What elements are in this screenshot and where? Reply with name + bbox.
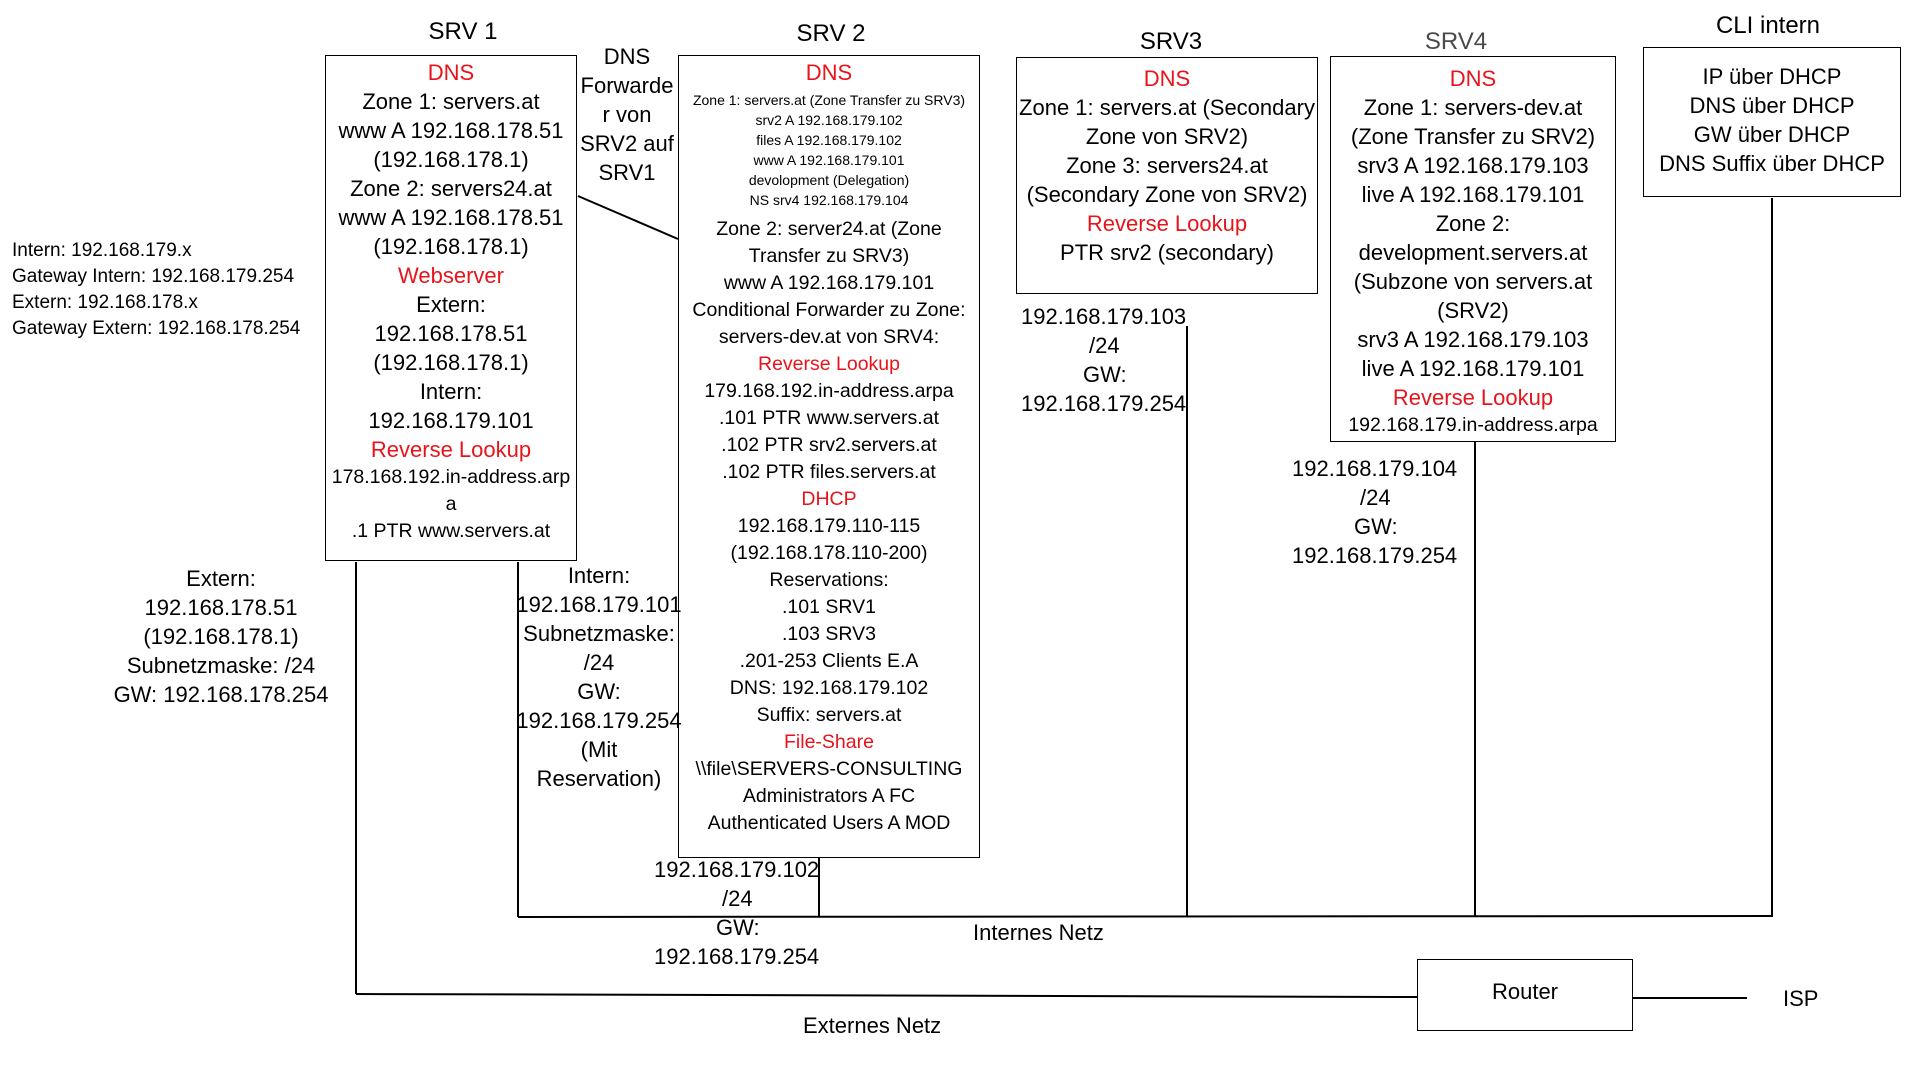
wire-forwarder: [577, 195, 679, 240]
dns-forwarder-label: DNS Forwarde r von SRV2 auf SRV1: [580, 44, 674, 185]
router-label: Router: [1491, 979, 1559, 1004]
srv3-dns-heading: DNS: [1143, 66, 1191, 91]
srv3-box: DNS Zone 1: servers.at (Secondary Zone v…: [1016, 57, 1318, 294]
srv2-dns-heading: DNS: [805, 60, 853, 85]
srv2-title: SRV 2: [796, 20, 866, 47]
router-box: Router: [1417, 959, 1633, 1031]
external-bus: [355, 993, 1418, 998]
externes-netz-label: Externes Netz: [803, 1013, 942, 1038]
srv1-extern-ip: Extern: 192.168.178.51 (192.168.178.1) S…: [113, 566, 329, 707]
srv3-reverse-lookup-heading: Reverse Lookup: [1086, 211, 1248, 236]
srv1-dns-heading: DNS: [427, 60, 475, 85]
srv2-dhcp-heading: DHCP: [801, 488, 857, 510]
cli-box: IP über DHCP DNS über DHCP GW über DHCP …: [1643, 47, 1901, 197]
cli-title: CLI intern: [1715, 12, 1821, 39]
srv1-box: DNS Zone 1: servers.at www A 192.168.178…: [325, 55, 577, 561]
srv1-title: SRV 1: [428, 18, 498, 45]
srv1-reverse-lookup-heading: Reverse Lookup: [370, 437, 532, 462]
srv3-ip: 192.168.179.103 /24 GW: 192.168.179.254: [1021, 304, 1187, 416]
srv1-webserver-heading: Webserver: [398, 263, 504, 288]
srv4-ip: 192.168.179.104 /24 GW: 192.168.179.254: [1292, 456, 1458, 568]
srv2-box: DNS Zone 1: servers.at (Zone Transfer zu…: [678, 55, 980, 858]
srv4-dns-heading: DNS: [1449, 66, 1497, 91]
internes-netz-label: Internes Netz: [973, 920, 1104, 945]
srv3-title: SRV3: [1139, 28, 1203, 55]
srv4-reverse-lookup-heading: Reverse Lookup: [1392, 385, 1554, 410]
srv1-intern-ip: Intern: 192.168.179.101 Subnetzmaske: /2…: [516, 563, 682, 791]
srv4-box: DNS Zone 1: servers-dev.at (Zone Transfe…: [1330, 56, 1616, 442]
internal-bus: [517, 915, 1773, 918]
srv2-ip: 192.168.179.102 /24 GW: 192.168.179.254: [654, 857, 820, 969]
isp-label: ISP: [1783, 986, 1819, 1011]
srv4-title: SRV4: [1424, 28, 1488, 55]
srv2-file-share-heading: File-Share: [784, 731, 874, 753]
network-legend: Intern: 192.168.179.x Gateway Intern: 19…: [12, 240, 301, 339]
srv2-reverse-lookup-heading: Reverse Lookup: [757, 353, 900, 375]
